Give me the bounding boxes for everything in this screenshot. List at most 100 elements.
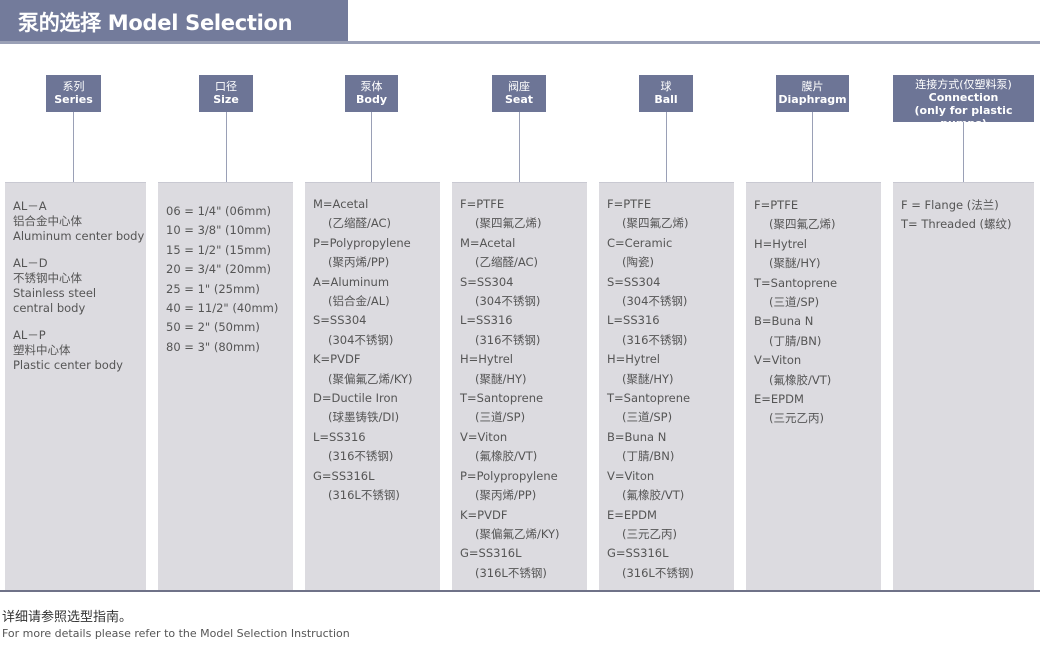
option-description: (316不锈钢)	[328, 449, 394, 464]
option-item: 10 = 3/8" (10mm)	[166, 223, 272, 238]
option-description: (三元乙丙)	[622, 526, 677, 541]
option-code: H=Hytrel	[754, 236, 807, 251]
option-code: G=SS316L	[313, 468, 375, 483]
options-list: F = Flange (法兰) T= Threaded (螺纹)	[901, 196, 1012, 235]
series-description: central body	[13, 301, 86, 315]
connector-line	[226, 112, 227, 182]
series-description: Plastic center body	[13, 358, 123, 372]
option-description: (铝合金/AL)	[328, 294, 390, 309]
option-code: V=Viton	[754, 353, 802, 368]
option-description: (聚丙烯/PP)	[475, 488, 537, 503]
connector-line	[963, 122, 964, 182]
series-code: AL－P	[13, 328, 46, 342]
option-description: (三道/SP)	[769, 295, 820, 310]
option-code: K=PVDF	[313, 352, 361, 367]
series-description: Aluminum center body	[13, 229, 145, 243]
option-code: L=SS316	[607, 313, 660, 328]
footer-note-zh: 详细请参照选型指南。	[2, 610, 133, 625]
spacer	[13, 316, 144, 328]
option-item: F = Flange (法兰)	[901, 198, 999, 212]
column-header-zh: 球	[660, 80, 672, 93]
option-code: K=PVDF	[460, 507, 508, 522]
connector-line	[666, 112, 667, 182]
option-code: C=Ceramic	[607, 235, 673, 250]
option-code: V=Viton	[607, 468, 655, 483]
option-code: S=SS304	[313, 313, 367, 328]
option-description: (316L不锈钢)	[328, 488, 400, 503]
option-description: (氟橡胶/VT)	[622, 488, 685, 503]
option-code: H=Hytrel	[607, 352, 660, 367]
column-header-en: Diaphragm	[778, 93, 847, 106]
option-description: (三道/SP)	[622, 410, 673, 425]
option-item: 15 = 1/2" (15mm)	[166, 242, 272, 257]
options-panel-size: 06 = 1/4" (06mm) 10 = 3/8" (10mm) 15 = 1/2…	[158, 182, 293, 590]
option-item: T= Threaded (螺纹)	[901, 217, 1012, 232]
option-code: G=SS316L	[460, 546, 522, 561]
option-item: 80 = 3" (80mm)	[166, 339, 260, 354]
option-code: F=PTFE	[460, 197, 505, 211]
column-header-en: Seat	[504, 93, 534, 106]
option-code: T=Santoprene	[754, 275, 838, 290]
option-description: (聚偏氟乙烯/KY)	[475, 526, 560, 541]
option-description: (三道/SP)	[475, 410, 526, 425]
connector-line	[812, 112, 813, 182]
connector-line	[73, 112, 74, 182]
option-description: (聚醚/HY)	[475, 371, 527, 386]
title-bar: 泵的选择 Model Selection	[0, 0, 348, 42]
options-panel-ball: F=PTFE(聚四氟乙烯)C=Ceramic(陶瓷)S=SS304(304不锈钢…	[599, 182, 734, 590]
option-code: M=Acetal	[313, 197, 369, 211]
option-description: (丁腈/BN)	[622, 449, 675, 464]
option-code: B=Buna N	[754, 314, 814, 329]
column-header-en: Series	[54, 93, 93, 106]
option-code: E=EPDM	[754, 392, 804, 407]
option-code: V=Viton	[460, 429, 508, 444]
option-description: (陶瓷)	[622, 255, 654, 270]
series-code: AL－D	[13, 256, 48, 270]
option-item: 20 = 3/4" (20mm)	[166, 262, 272, 277]
option-code: T=Santoprene	[607, 391, 691, 406]
option-description: (304不锈钢)	[475, 294, 541, 309]
connector-line	[371, 112, 372, 182]
option-code: T=Santoprene	[460, 391, 544, 406]
column-header-zh: 系列	[62, 80, 85, 93]
option-code: L=SS316	[313, 429, 366, 444]
option-description: (316L不锈钢)	[475, 565, 547, 580]
option-item: 50 = 2" (50mm)	[166, 320, 260, 335]
column-header-zh: 口径	[215, 80, 237, 93]
option-description: (聚丙烯/PP)	[328, 255, 390, 270]
option-description: (丁腈/BN)	[769, 333, 822, 348]
option-code: H=Hytrel	[460, 352, 513, 367]
option-code: F=PTFE	[607, 197, 652, 211]
column-header-en: Ball	[654, 93, 678, 106]
options-list: 06 = 1/4" (06mm) 10 = 3/8" (10mm) 15 = 1/2…	[166, 202, 278, 357]
option-description: (聚醚/HY)	[769, 256, 821, 271]
option-description: (聚偏氟乙烯/KY)	[328, 371, 413, 386]
option-description: (球墨铸铁/DI)	[328, 410, 400, 425]
column-header-zh: 阀座	[508, 80, 530, 93]
option-code: A=Aluminum	[313, 274, 390, 289]
option-code: P=Polypropylene	[313, 235, 411, 250]
option-description: (氟橡胶/VT)	[475, 449, 538, 464]
option-code: S=SS304	[607, 274, 661, 289]
options-panel-body: M=Acetal(乙缩醛/AC)P=Polypropylene(聚丙烯/PP)A…	[305, 182, 440, 590]
connector-line	[519, 112, 520, 182]
option-code: F=PTFE	[754, 198, 799, 212]
title-divider	[0, 41, 1040, 44]
option-item: 06 = 1/4" (06mm)	[166, 204, 272, 218]
option-item: 40 = 11/2" (40mm)	[166, 301, 279, 316]
footer-note-en: For more details please refer to the Mod…	[2, 627, 350, 640]
option-code: E=EPDM	[607, 507, 657, 522]
options-list: F=PTFE(聚四氟乙烯)H=Hytrel(聚醚/HY)T=Santoprene…	[754, 196, 837, 429]
column-header-en: Body	[356, 93, 387, 106]
column-header-en: Size	[213, 93, 239, 106]
series-description: Stainless steel	[13, 286, 97, 300]
option-code: G=SS316L	[607, 546, 669, 561]
column-header-connection: 连接方式(仅塑料泵)Connection(only for plastic pu…	[893, 75, 1034, 130]
